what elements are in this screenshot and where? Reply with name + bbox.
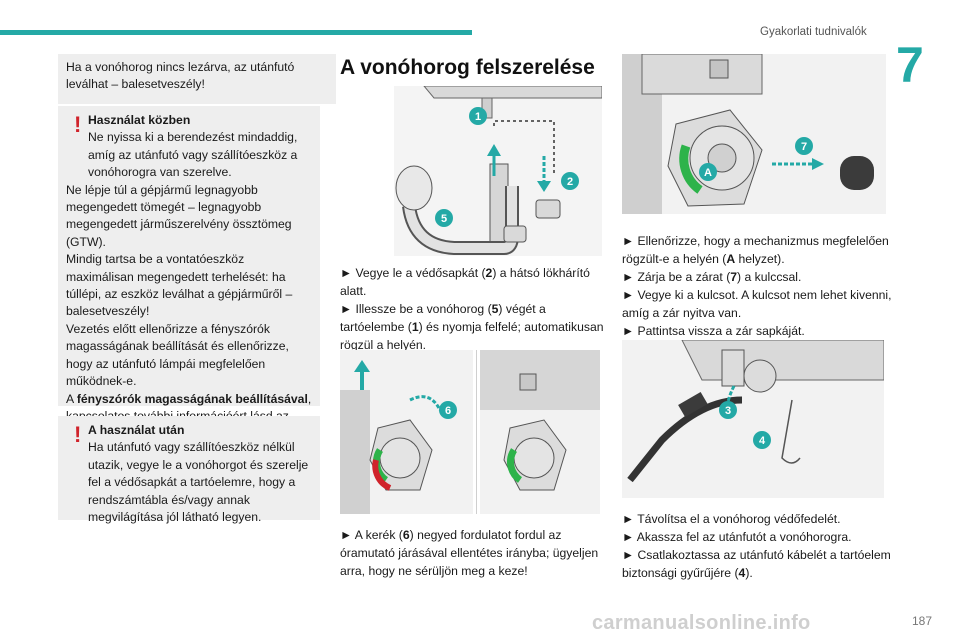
page-number: 187 — [912, 614, 933, 628]
page-title: A vonóhorog felszerelése — [340, 56, 595, 79]
right-steps-a: ► Ellenőrizze, hogy a mechanizmus megfel… — [622, 232, 892, 340]
warning-line: Vezetés előtt ellenőrizze a fényszórók m… — [66, 321, 289, 389]
callout-label: 2 — [567, 176, 573, 188]
figure-wheel-locked — [480, 350, 600, 514]
callout-5 — [435, 209, 453, 227]
warning-exclamation-icon: ! — [74, 112, 82, 137]
instruction-step: ► Illessze be a vonóhorog (5) végét a ta… — [340, 302, 604, 352]
figure-lock-position: 7 A — [622, 54, 886, 214]
figure-divider — [476, 350, 477, 514]
instruction-step: ► Pattintsa vissza a zár sapkáját. — [622, 324, 805, 338]
middle-steps-b: ► A kerék (6) negyed fordulatot fordul a… — [340, 526, 608, 580]
warning-title: A használat után — [88, 423, 185, 437]
callout-label: 6 — [445, 405, 451, 417]
callout-label: 4 — [759, 435, 766, 447]
intro-text: Ha a vonóhorog nincs lezárva, az utánfut… — [66, 60, 295, 92]
figure-trailer-cable: 3 4 — [622, 340, 884, 498]
callout-1 — [469, 107, 487, 125]
instruction-step: ► A kerék (6) negyed fordulatot fordul a… — [340, 528, 599, 578]
warning-box-after-use: ! A használat után Ha utánfutó vagy szál… — [58, 416, 320, 524]
middle-steps-a: ► Vegye le a védősapkát (2) a hátsó lökh… — [340, 264, 608, 354]
instruction-step: ► Vegye ki a kulcsot. A kulcsot nem lehe… — [622, 288, 892, 320]
callout-label: 1 — [475, 111, 481, 123]
watermark: carmanualsonline.info — [592, 612, 811, 634]
header-accent-bar — [0, 30, 472, 35]
warning-box-during-use: ! Használat közben Ne nyissa ki a berend… — [58, 106, 320, 440]
warning-line: Mindig tartsa be a vontatóeszköz maximál… — [66, 252, 293, 319]
section-title: Gyakorlati tudnivalók — [760, 26, 867, 38]
instruction-step: ► Vegye le a védősapkát (2) a hátsó lökh… — [340, 266, 590, 298]
callout-label: A — [704, 167, 712, 179]
instruction-step: ► Ellenőrizze, hogy a mechanizmus megfel… — [622, 234, 889, 266]
instruction-step: ► Csatlakoztassa az utánfutó kábelét a t… — [622, 548, 891, 580]
callout-label: 5 — [441, 213, 447, 225]
instruction-step: ► Távolítsa el a vonóhorog védőfedelét. — [622, 512, 841, 526]
warning-text: Ha utánfutó vagy szállítóeszköz nélkül u… — [88, 440, 309, 525]
intro-warning-box: Ha a vonóhorog nincs lezárva, az utánfut… — [58, 54, 336, 104]
warning-line: Ne nyissa ki a berendezést mindaddig, am… — [88, 130, 298, 180]
figure-towbar-insert: 1 2 5 — [394, 86, 602, 256]
warning-line: Ne lépje túl a gépjármű legnagyobb megen… — [66, 182, 292, 249]
instruction-step: ► Zárja be a zárat (7) a kulccsal. — [622, 270, 802, 284]
warning-title: Használat közben — [88, 113, 191, 127]
right-steps-b: ► Távolítsa el a vonóhorog védőfedelét. … — [622, 510, 892, 582]
instruction-step: ► Akassza fel az utánfutót a vonóhorogra… — [622, 530, 852, 544]
callout-2 — [561, 172, 579, 190]
warning-exclamation-icon: ! — [74, 422, 82, 447]
chapter-number: 7 — [896, 37, 924, 93]
reference-link-text: fényszórók magasságának beállításával — [76, 391, 308, 406]
figure-wheel-turn: 6 — [340, 350, 473, 514]
callout-label: 3 — [725, 405, 731, 417]
callout-label: 7 — [801, 141, 807, 153]
